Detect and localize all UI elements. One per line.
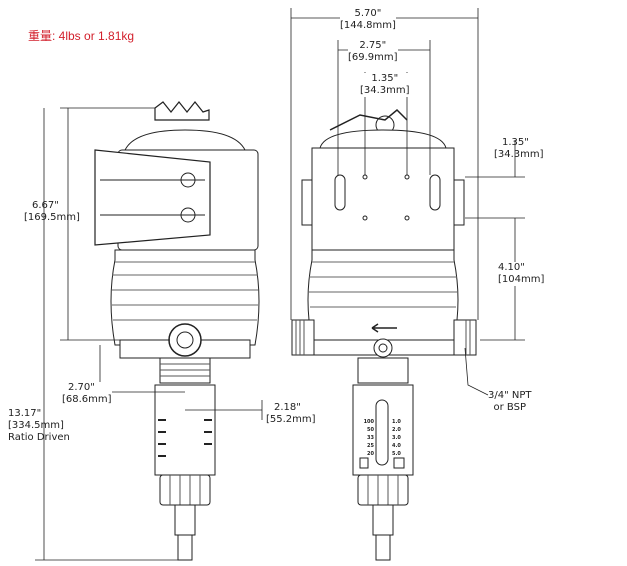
connection-size: 3/4" NPT	[488, 390, 532, 401]
dim-value-in: 13.17"	[8, 408, 42, 419]
dim-value-in: 5.70"	[354, 8, 382, 19]
dim-offset-injector: 2.18"[55.2mm]	[266, 402, 316, 426]
dim-value-mm: [69.9mm]	[348, 52, 398, 63]
dim-height-total: 13.17"[334.5mm]Ratio Driven	[8, 408, 70, 444]
dim-width-total: 5.70"[144.8mm]	[340, 8, 396, 32]
dim-value-mm: [144.8mm]	[340, 20, 396, 31]
front-view	[291, 108, 477, 561]
scale-label: 5.0	[392, 451, 401, 457]
dim-value-mm: [104mm]	[498, 274, 545, 285]
dim-value-mm: [68.6mm]	[62, 394, 112, 405]
dim-height-body: 6.67"[169.5mm]	[24, 200, 80, 224]
connection-alt: or BSP	[493, 402, 526, 413]
dim-value-in: 2.70"	[68, 382, 95, 393]
dim-height-inlet: 4.10"[104mm]	[498, 262, 545, 286]
scale-label: 3.0	[392, 435, 401, 441]
scale-label: 50	[367, 427, 374, 433]
dim-value-in: 6.67"	[32, 200, 59, 211]
dim-value-in: 1.35"	[502, 137, 529, 148]
weight-label: 重量: 4lbs or 1.81kg	[28, 29, 135, 43]
scale-label: 25	[367, 443, 374, 449]
dim-offset-left: 2.70"[68.6mm]	[62, 382, 112, 406]
scale-label: 100	[363, 419, 374, 425]
dim-value-in: 1.35"	[371, 73, 399, 84]
dim-value-mm: [34.3mm]	[360, 85, 410, 96]
dim-value-mm: [334.5mm]	[8, 420, 64, 431]
dim-value-mm: [34.3mm]	[494, 149, 544, 160]
dim-height-holes: 1.35"[34.3mm]	[494, 137, 544, 161]
side-view	[94, 101, 260, 561]
dim-value-in: 4.10"	[498, 262, 525, 273]
dim-width-mount: 2.75"[69.9mm]	[348, 40, 398, 64]
dim-note: Ratio Driven	[8, 432, 70, 443]
scale-label: 33	[367, 435, 374, 441]
scale-label: 2.0	[392, 427, 401, 433]
scale-label: 4.0	[392, 443, 401, 449]
dim-value-mm: [55.2mm]	[266, 414, 316, 425]
dim-value-mm: [169.5mm]	[24, 212, 80, 223]
scale-label: 1.0	[392, 419, 401, 425]
scale-label: 20	[367, 451, 374, 457]
dim-value-in: 2.18"	[274, 402, 301, 413]
dim-width-holes: 1.35"[34.3mm]	[360, 73, 410, 97]
dim-value-in: 2.75"	[359, 40, 387, 51]
